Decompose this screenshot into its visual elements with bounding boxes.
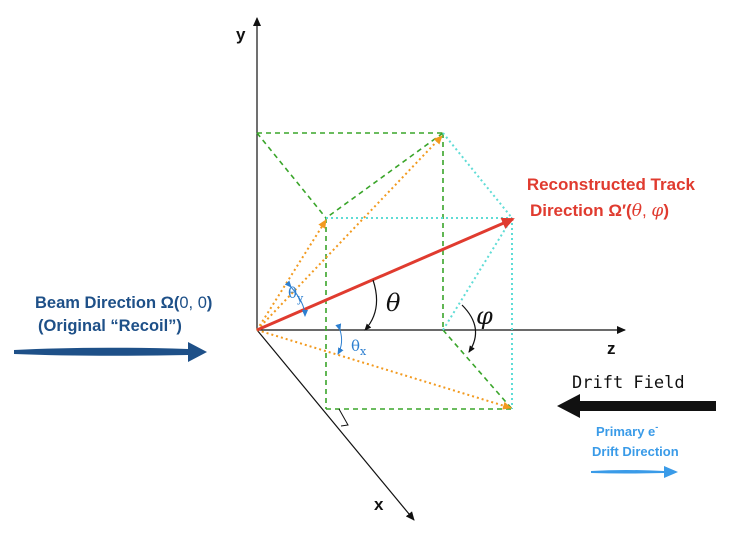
orange-projection-arrows: [256, 135, 512, 410]
beam-label-line1: Beam Direction Ω(0, 0): [35, 294, 212, 312]
x-axis-label: x: [374, 495, 384, 514]
x-axis: [256, 329, 415, 521]
cyan-box-lines: [326, 132, 513, 409]
theta-y-arc: [284, 280, 308, 317]
right-angle-marker: [338, 408, 349, 427]
theta-x-label: θx: [351, 337, 367, 358]
drift-field-arrow: [557, 394, 716, 418]
phi-label: φ: [476, 302, 493, 330]
beam-arrow: [14, 342, 207, 362]
primary-drift-line1: Primary e-: [596, 422, 658, 439]
drift-field-label: Drift Field: [572, 373, 685, 393]
primary-drift-arrow: [591, 466, 678, 478]
theta-label: θ: [386, 289, 401, 317]
track-arrow: [256, 217, 515, 332]
theta-arc: [364, 279, 378, 331]
green-projection-lines: [256, 132, 513, 410]
theta-y-label: θy: [288, 284, 304, 305]
track-label-line1: Reconstructed Track: [527, 175, 696, 194]
theta-x-arc: [335, 323, 344, 355]
track-label-line2: Direction Ω′(θ, φ): [530, 201, 669, 221]
phi-arc: [461, 304, 477, 353]
y-axis-label: y: [236, 25, 246, 44]
z-axis-label: z: [607, 339, 616, 358]
beam-label-line2: (Original “Recoil”): [38, 317, 182, 335]
primary-drift-line2: Drift Direction: [592, 444, 679, 459]
